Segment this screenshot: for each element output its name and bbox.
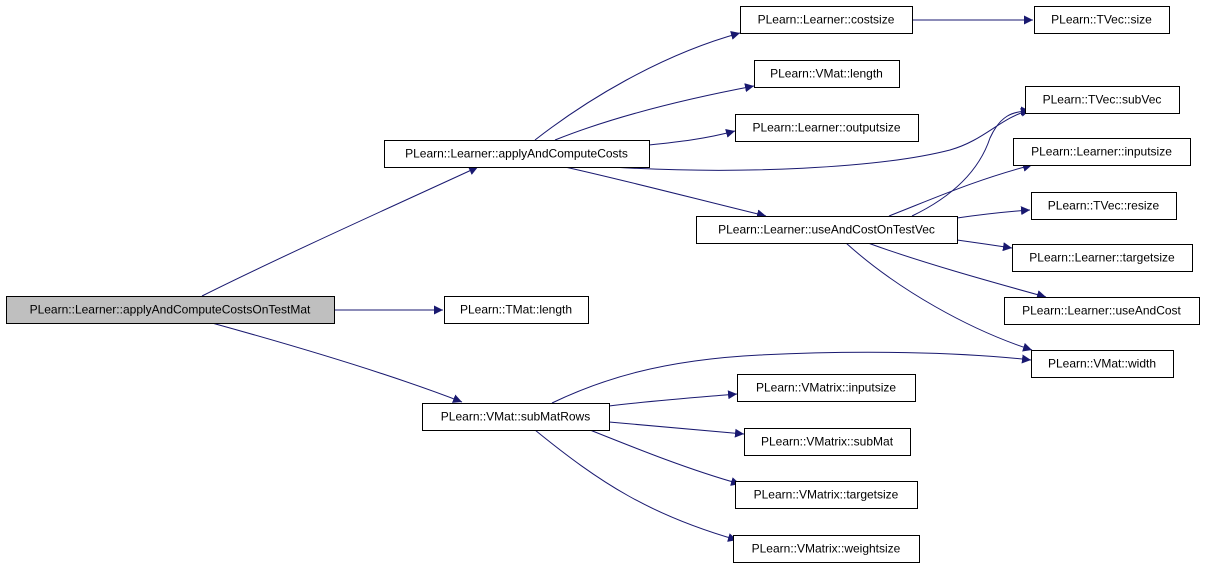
node-box[interactable] <box>1034 6 1170 34</box>
node-tvec_size[interactable]: PLearn::TVec::size <box>1034 6 1170 34</box>
node-box[interactable] <box>735 481 918 509</box>
edge-applyAndComputeCosts-to-outputsize <box>648 128 736 146</box>
node-useAndCost[interactable]: PLearn::Learner::useAndCost <box>1004 297 1200 325</box>
node-label: PLearn::Learner::inputsize <box>1031 145 1172 159</box>
node-box[interactable] <box>6 296 335 324</box>
node-label: PLearn::VMatrix::inputsize <box>756 381 896 395</box>
node-costsize[interactable]: PLearn::Learner::costsize <box>740 6 913 34</box>
edge-applyAndComputeCosts-to-costsize <box>534 31 741 141</box>
node-subVec[interactable]: PLearn::TVec::subVec <box>1025 86 1180 114</box>
node-label: PLearn::VMatrix::targetsize <box>754 488 899 502</box>
edge-applyAndComputeCosts-to-vmat_length <box>554 83 755 141</box>
node-outputsize[interactable]: PLearn::Learner::outputsize <box>735 114 919 142</box>
node-label: PLearn::TVec::size <box>1051 13 1152 27</box>
node-label: PLearn::TVec::resize <box>1048 199 1160 213</box>
node-box[interactable] <box>1031 192 1177 220</box>
node-label: PLearn::VMat::length <box>770 67 883 81</box>
node-subMatRows[interactable]: PLearn::VMat::subMatRows <box>422 403 610 431</box>
edge-applyAndComputeCosts-to-useAndCostOnTestVec <box>564 166 767 219</box>
node-label: PLearn::VMatrix::subMat <box>761 435 894 449</box>
node-label: PLearn::Learner::applyAndComputeCostsOnT… <box>30 303 311 317</box>
node-box[interactable] <box>754 60 900 88</box>
node-label: PLearn::Learner::targetsize <box>1029 251 1175 265</box>
edge-useAndCostOnTestVec-to-width <box>845 242 1033 352</box>
node-vm_weightsize[interactable]: PLearn::VMatrix::weightsize <box>733 535 920 563</box>
node-label: PLearn::VMat::width <box>1048 357 1156 371</box>
node-label: PLearn::Learner::useAndCostOnTestVec <box>718 223 935 237</box>
node-inputsize[interactable]: PLearn::Learner::inputsize <box>1013 138 1191 166</box>
edge-root-to-applyAndComputeCosts <box>201 166 479 297</box>
node-tmat_length[interactable]: PLearn::TMat::length <box>444 296 589 324</box>
node-box[interactable] <box>1012 244 1193 272</box>
edge-root-to-subMatRows <box>211 322 463 403</box>
node-box[interactable] <box>444 296 589 324</box>
edge-useAndCostOnTestVec-to-useAndCost <box>867 242 1047 299</box>
node-box[interactable] <box>733 535 920 563</box>
node-box[interactable] <box>422 403 610 431</box>
node-box[interactable] <box>1004 297 1200 325</box>
edge-applyAndComputeCosts-to-subVec <box>611 107 1031 171</box>
node-vm_targetsize[interactable]: PLearn::VMatrix::targetsize <box>735 481 918 509</box>
node-targetsize[interactable]: PLearn::Learner::targetsize <box>1012 244 1193 272</box>
nodes-layer: PLearn::Learner::applyAndComputeCostsOnT… <box>6 6 1200 563</box>
node-root[interactable]: PLearn::Learner::applyAndComputeCostsOnT… <box>6 296 335 324</box>
edge-subMatRows-to-vm_targetsize <box>589 429 741 486</box>
node-width[interactable]: PLearn::VMat::width <box>1031 350 1174 378</box>
node-box[interactable] <box>1013 138 1191 166</box>
node-vmat_length[interactable]: PLearn::VMat::length <box>754 60 900 88</box>
edge-subMatRows-to-vm_weightsize <box>534 429 738 542</box>
node-label: PLearn::Learner::useAndCost <box>1022 304 1181 318</box>
node-applyAndComputeCosts[interactable]: PLearn::Learner::applyAndComputeCosts <box>384 140 650 168</box>
node-box[interactable] <box>1031 350 1174 378</box>
node-label: PLearn::VMatrix::weightsize <box>752 542 901 556</box>
edge-subMatRows-to-vm_inputsize <box>608 390 738 407</box>
edge-subMatRows-to-vm_subMat <box>608 421 745 438</box>
node-label: PLearn::Learner::outputsize <box>752 121 900 135</box>
node-box[interactable] <box>744 428 911 456</box>
edge-useAndCostOnTestVec-to-subVec <box>911 106 1031 217</box>
edge-useAndCostOnTestVec-to-resize <box>956 206 1031 219</box>
node-box[interactable] <box>1025 86 1180 114</box>
node-label: PLearn::TVec::subVec <box>1043 93 1162 107</box>
node-box[interactable] <box>737 374 916 402</box>
node-label: PLearn::Learner::costsize <box>758 13 895 27</box>
edge-useAndCostOnTestVec-to-targetsize <box>956 239 1013 252</box>
edge-useAndCostOnTestVec-to-inputsize <box>888 162 1033 217</box>
node-box[interactable] <box>740 6 913 34</box>
edges-layer <box>201 15 1047 542</box>
node-box[interactable] <box>384 140 650 168</box>
node-label: PLearn::Learner::applyAndComputeCosts <box>405 147 628 161</box>
node-vm_subMat[interactable]: PLearn::VMatrix::subMat <box>744 428 911 456</box>
node-box[interactable] <box>735 114 919 142</box>
edge-subMatRows-to-width <box>551 351 1032 404</box>
node-vm_inputsize[interactable]: PLearn::VMatrix::inputsize <box>737 374 916 402</box>
node-useAndCostOnTestVec[interactable]: PLearn::Learner::useAndCostOnTestVec <box>696 216 958 244</box>
node-box[interactable] <box>696 216 958 244</box>
node-label: PLearn::VMat::subMatRows <box>441 410 590 424</box>
node-resize[interactable]: PLearn::TVec::resize <box>1031 192 1177 220</box>
node-label: PLearn::TMat::length <box>460 303 572 317</box>
